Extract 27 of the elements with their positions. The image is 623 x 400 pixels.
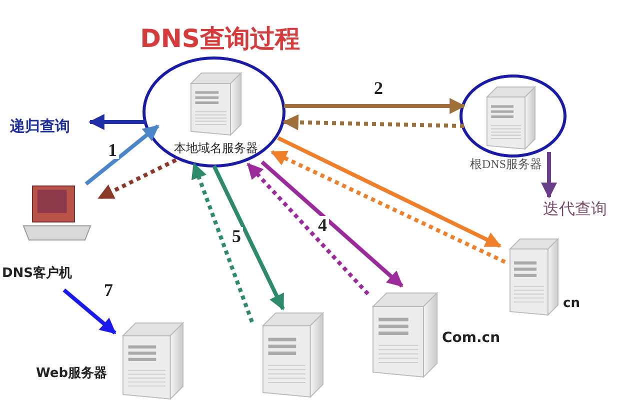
edge-label: 7 <box>102 281 115 299</box>
arrow <box>62 288 116 335</box>
edge-label: 4 <box>316 216 329 234</box>
annotation-text: 迭代查询 <box>543 199 621 219</box>
annotation-text: 递归查询 <box>10 117 86 137</box>
arrow <box>260 160 404 288</box>
arrow <box>284 98 466 114</box>
arrow <box>277 136 502 248</box>
node-label: DNS客户机 <box>2 264 72 282</box>
arrow <box>212 165 285 310</box>
edge-label: 2 <box>372 79 385 97</box>
edge-label: 1 <box>106 141 119 159</box>
arrow <box>191 162 254 323</box>
node-label: Web服务器 <box>36 365 107 382</box>
edge-label: 5 <box>230 227 243 245</box>
arrow <box>98 158 177 200</box>
arrow <box>84 124 160 186</box>
arrow <box>541 152 557 199</box>
arrow <box>246 162 370 296</box>
title: DNS查询过程 <box>140 23 300 55</box>
node-label: 根DNS服务器 <box>470 156 542 173</box>
node-label: cn <box>563 296 580 311</box>
arrow <box>88 114 146 130</box>
arrow <box>282 114 464 130</box>
arrow <box>270 150 506 264</box>
node-label: Com.cn <box>442 330 500 346</box>
node-label: 本地域名服务器 <box>174 140 258 157</box>
